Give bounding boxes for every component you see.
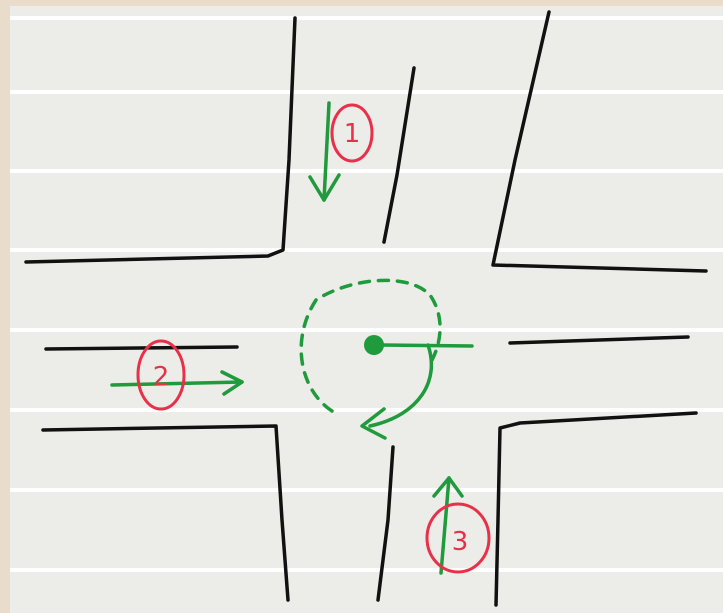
center-indicator-line [375,345,472,346]
marker-1-label: 1 [344,119,361,149]
marker-2-label: 2 [153,362,170,392]
road-edge-west-top [46,347,237,349]
notebook-paper [10,6,723,613]
roundabout-center-dot [364,335,384,355]
marker-3-label: 3 [452,527,469,557]
